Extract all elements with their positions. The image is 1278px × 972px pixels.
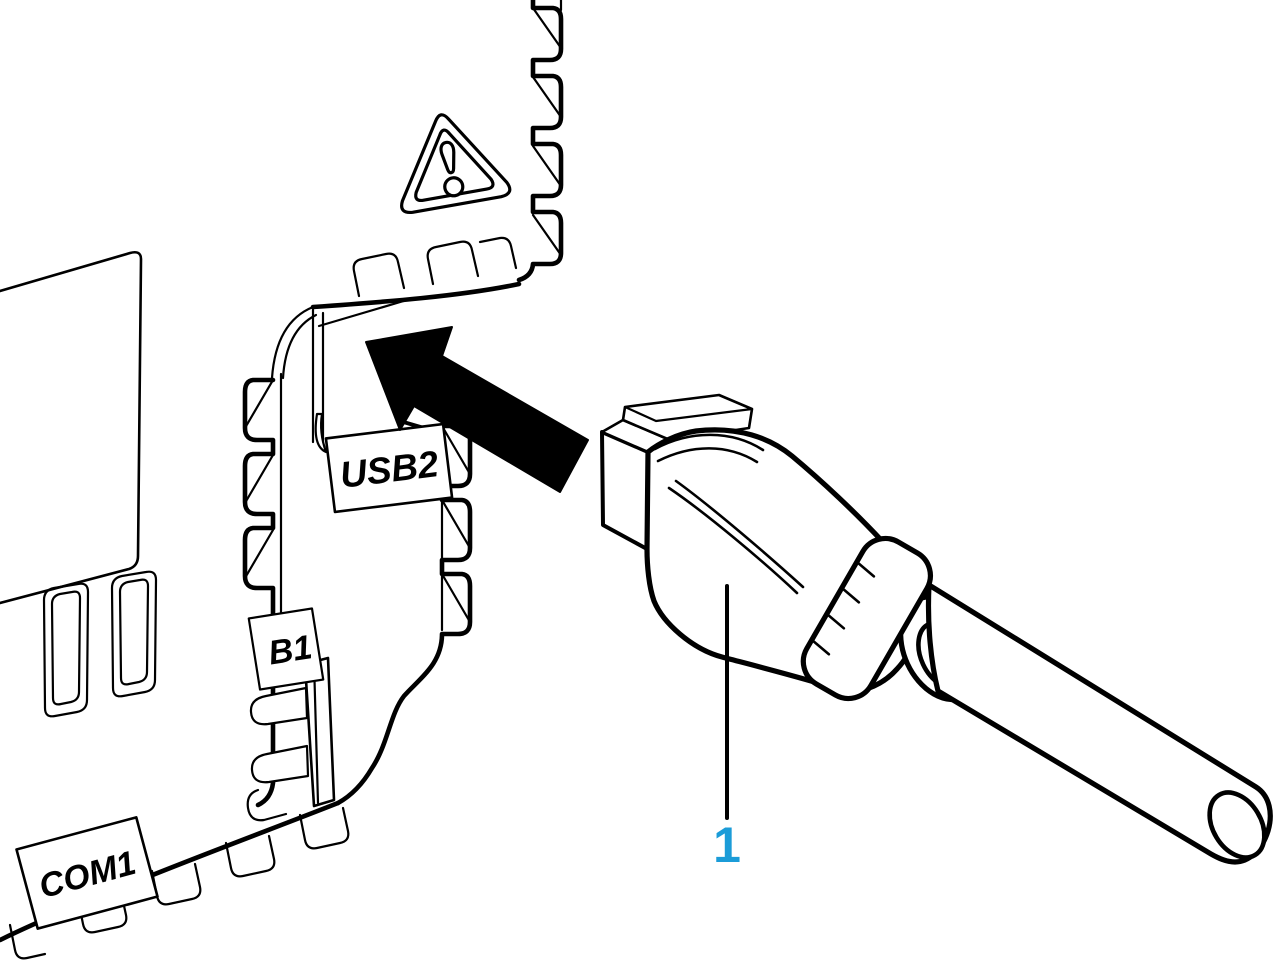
panel-cutout: [0, 250, 143, 605]
port-label-com1: COM1: [15, 816, 159, 930]
b1-label-text: B1: [266, 628, 315, 672]
vent-slots: [42, 570, 158, 718]
callout-1: 1: [713, 584, 741, 873]
usb-cable-connector: [600, 393, 1273, 865]
castellated-edge-right: [335, 423, 473, 806]
ribbed-collar: [800, 535, 933, 702]
usb-port-recess: [270, 298, 443, 454]
port-label-usb2: USB2: [324, 422, 454, 514]
callout-number: 1: [713, 817, 741, 873]
castellated-edge-top: [516, 0, 564, 283]
mounting-clip: [246, 656, 336, 822]
warning-triangle-icon: [400, 113, 512, 215]
castellated-edge-diagonal: [310, 236, 522, 310]
cable-end-cap: [1207, 790, 1267, 860]
port-label-b1: B1: [247, 607, 325, 691]
cable: [925, 582, 1273, 865]
castellated-edge-left: [242, 372, 283, 808]
insertion-arrow-icon: [365, 326, 589, 493]
device-panel: USB2 B1 COM1: [0, 0, 564, 960]
